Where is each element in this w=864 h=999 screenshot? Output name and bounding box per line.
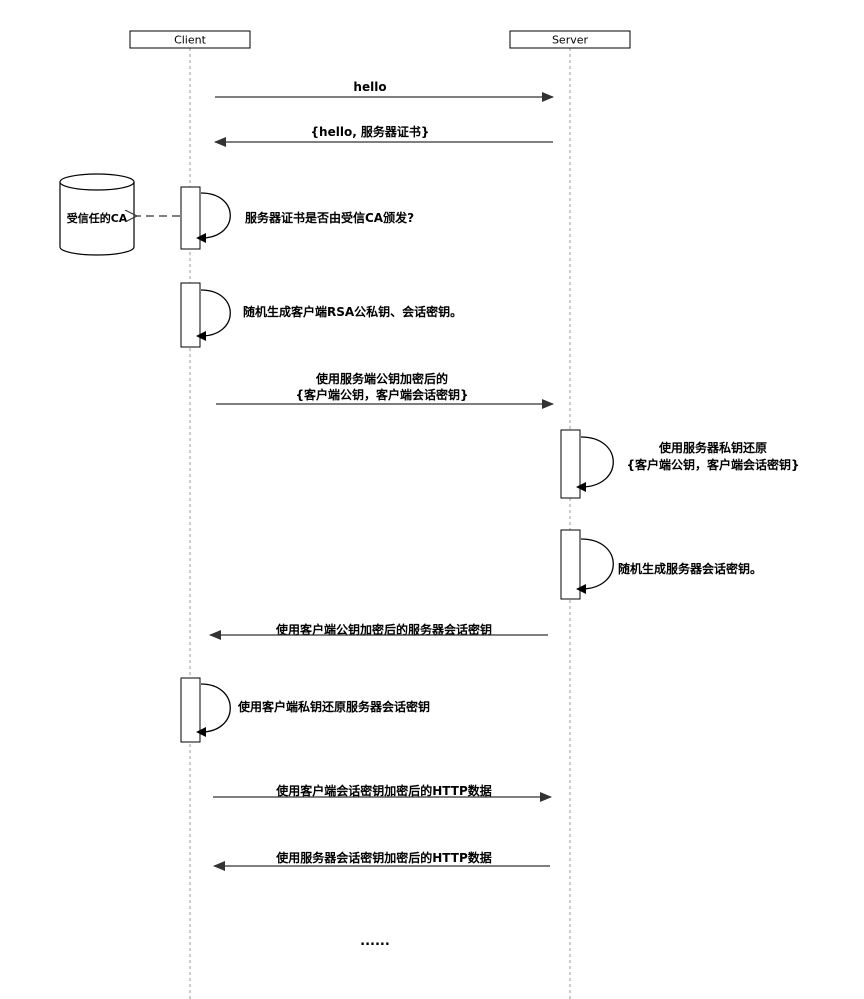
message-server-cert-label: {hello, 服务器证书}: [311, 124, 430, 139]
message-hello: hello: [215, 80, 554, 102]
self-message-generate-label: 随机生成客户端RSA公私钥、会话密钥。: [243, 304, 462, 319]
continuation-ellipsis: ......: [360, 934, 390, 949]
server-participant: Server: [509, 30, 631, 49]
ca-database-label: 受信任的CA: [67, 211, 128, 225]
self-message-restore-label: 使用客户端私钥还原服务器会话密钥: [237, 699, 430, 714]
message-encrypted-client-keys-line2: {客户端公钥，客户端会话密钥}: [295, 387, 468, 402]
message-hello-label: hello: [353, 80, 386, 94]
server-participant-label: Server: [552, 34, 589, 47]
message-encrypted-server-key-label: 使用客户端公钥加密后的服务器会话密钥: [275, 622, 492, 637]
client-activation-verify: 服务器证书是否由受信CA颁发?: [180, 186, 414, 250]
server-activation-generate: 随机生成服务器会话密钥。: [560, 529, 762, 600]
message-server-http-data-label: 使用服务器会话密钥加密后的HTTP数据: [275, 850, 492, 865]
client-activation-restore: 使用客户端私钥还原服务器会话密钥: [180, 677, 430, 743]
client-participant-label: Client: [174, 34, 207, 47]
message-encrypted-client-keys-line1: 使用服务端公钥加密后的: [315, 371, 448, 386]
message-encrypted-client-keys: 使用服务端公钥加密后的 {客户端公钥，客户端会话密钥}: [216, 371, 554, 409]
self-message-verify-label: 服务器证书是否由受信CA颁发?: [245, 210, 414, 225]
client-activation-generate: 随机生成客户端RSA公私钥、会话密钥。: [180, 282, 462, 348]
message-server-http-data: 使用服务器会话密钥加密后的HTTP数据: [213, 850, 550, 871]
message-client-http-data: 使用客户端会话密钥加密后的HTTP数据: [213, 783, 552, 802]
client-participant: Client: [129, 30, 251, 49]
server-activation-decrypt: 使用服务器私钥还原 {客户端公钥，客户端会话密钥}: [560, 429, 800, 499]
self-message-decrypt-line1: 使用服务器私钥还原: [658, 440, 767, 455]
message-server-cert: {hello, 服务器证书}: [214, 124, 553, 147]
message-client-http-data-label: 使用客户端会话密钥加密后的HTTP数据: [275, 783, 492, 798]
self-message-decrypt-line2: {客户端公钥，客户端会话密钥}: [626, 457, 799, 472]
message-encrypted-server-key: 使用客户端公钥加密后的服务器会话密钥: [209, 622, 548, 640]
self-message-server-generate-label: 随机生成服务器会话密钥。: [618, 561, 762, 576]
ca-database: 受信任的CA: [59, 173, 135, 256]
